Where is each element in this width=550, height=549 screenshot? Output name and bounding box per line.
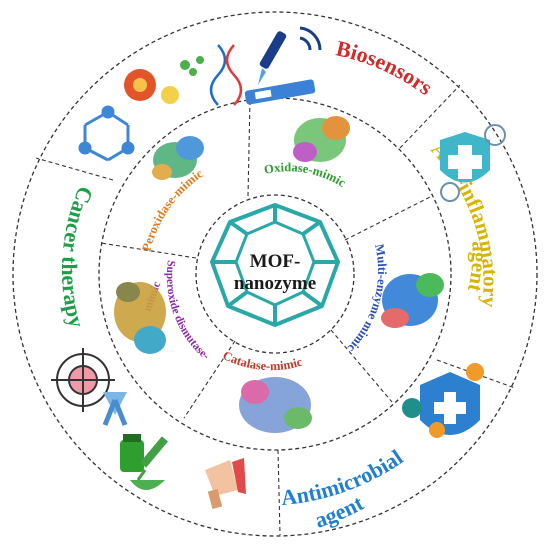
virus-icon — [402, 363, 484, 438]
protein-icon — [293, 116, 350, 162]
medicine-bottle-icon — [120, 434, 144, 472]
inner-dividers — [100, 99, 433, 419]
test-strip-icon — [244, 79, 316, 105]
protein-icon — [152, 136, 204, 180]
inner-ring — [195, 194, 355, 354]
syringe-icon — [136, 436, 168, 481]
dropper-icon — [258, 31, 287, 85]
oxidase-label: Oxidase-mimic — [263, 160, 349, 190]
protein-icon — [114, 282, 166, 354]
mof-cage-icon — [210, 203, 340, 327]
virus-icon — [124, 69, 156, 101]
shield-cross-icon — [440, 132, 490, 183]
ribbon-icon — [102, 392, 128, 426]
dna-icon — [209, 44, 243, 106]
outer-dividers — [35, 84, 516, 536]
shield-cross-icon — [420, 372, 480, 435]
virus-icon — [161, 86, 179, 104]
center-title-line2: nanozyme — [234, 273, 316, 294]
target-icon — [51, 348, 115, 412]
biosensors-label: Biosensors — [334, 35, 438, 100]
peroxidase-label: Peroxidase-mimic — [139, 166, 205, 253]
cancer-therapy-label: Cancer therapy — [57, 183, 98, 330]
sod-label-line1: Superoxide dismutase- — [164, 260, 212, 363]
protein-icon — [381, 273, 444, 328]
molecule-icon — [78, 105, 135, 162]
hairdryer-icon — [205, 458, 246, 509]
center-title-line1: MOF- — [250, 251, 301, 272]
medicine-bottle-icon — [130, 480, 165, 490]
anti-inflammatory-label-line2: agent — [463, 241, 492, 294]
outer-ring — [12, 11, 538, 537]
wifi-icon — [299, 26, 322, 51]
gear-icon — [440, 124, 506, 202]
molecule-icon — [180, 56, 204, 76]
protein-icon — [239, 377, 312, 433]
